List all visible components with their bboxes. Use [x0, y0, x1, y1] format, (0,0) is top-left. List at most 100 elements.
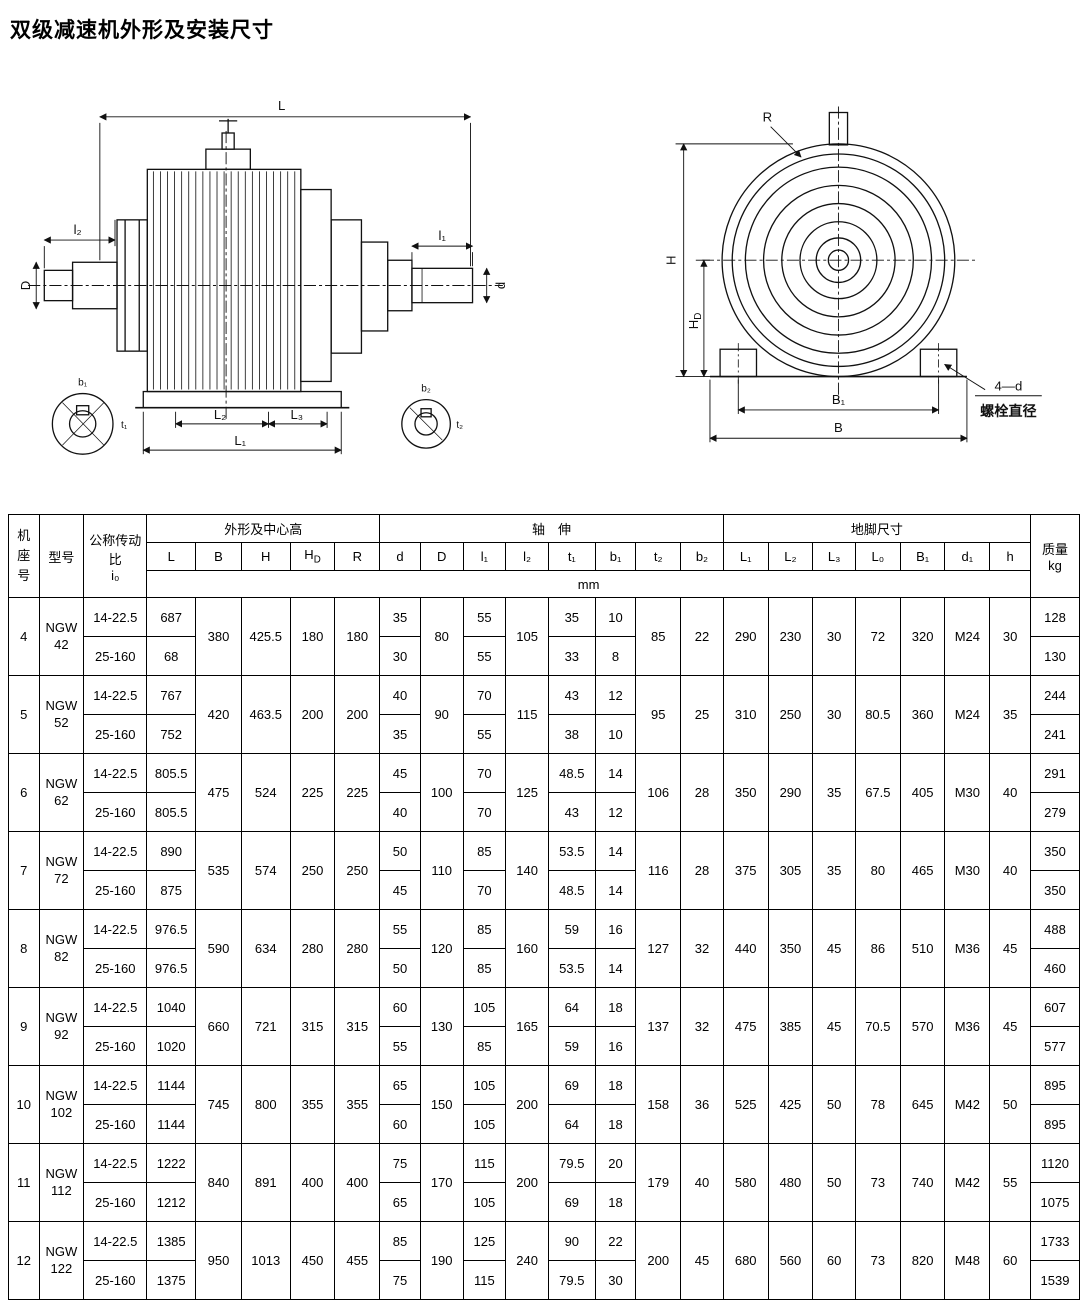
value-cell: 65 [379, 1182, 421, 1222]
value-cell: 43 [547, 792, 596, 832]
value-cell: 7 [8, 831, 40, 910]
value-cell: 385 [767, 987, 814, 1066]
value-cell: 1733 [1029, 1221, 1081, 1261]
value-cell: 32 [680, 909, 724, 988]
page-title: 双级减速机外形及安装尺寸 [10, 19, 274, 42]
value-cell: 78 [855, 1065, 901, 1144]
value-cell: 14-22.5 [83, 1065, 148, 1105]
value-cell: 250 [289, 831, 336, 910]
value-cell: 740 [899, 1143, 946, 1222]
value-cell: 18 [594, 1104, 637, 1144]
value-cell: 73 [855, 1221, 901, 1300]
value-cell: 355 [289, 1065, 336, 1144]
value-cell: 70 [462, 675, 507, 715]
value-cell: 28 [680, 753, 724, 832]
value-cell: 115 [505, 675, 549, 754]
dim-label-L: L [278, 98, 285, 113]
value-cell: 35 [547, 597, 596, 637]
value-cell: 375 [722, 831, 769, 910]
value-cell: 14-22.5 [83, 831, 148, 871]
dim-label-L2: L₂ [214, 407, 226, 422]
value-cell: 752 [146, 714, 197, 754]
value-cell: 291 [1029, 753, 1081, 793]
value-cell: 400 [289, 1143, 336, 1222]
dim-label-t1: t₁ [121, 420, 128, 431]
value-cell: 200 [334, 675, 381, 754]
value-cell: 1120 [1029, 1143, 1081, 1183]
value-cell: 350 [1029, 831, 1081, 871]
value-cell: 48.5 [547, 753, 596, 793]
value-cell: 250 [767, 675, 814, 754]
value-cell: 130 [1029, 636, 1081, 676]
column-header: b₂ [680, 542, 724, 571]
value-cell: 687 [146, 597, 197, 637]
value-cell: 425 [767, 1065, 814, 1144]
value-cell: 73 [855, 1143, 901, 1222]
value-cell: 1144 [146, 1104, 197, 1144]
column-header: b₁ [594, 542, 637, 571]
value-cell: 16 [594, 909, 637, 949]
unit-row-cell: mm [146, 570, 1031, 598]
value-cell: 360 [899, 675, 946, 754]
value-cell: 125 [505, 753, 549, 832]
value-cell: NGW 52 [38, 675, 85, 754]
value-cell: 200 [505, 1143, 549, 1222]
dim-label-t2: t₂ [456, 420, 463, 431]
value-cell: 18 [594, 987, 637, 1027]
dim-label-B1: B₁ [832, 392, 846, 407]
dim-label-b2: b₂ [421, 384, 431, 395]
value-cell: 25-160 [83, 1026, 148, 1066]
value-cell: 105 [462, 987, 507, 1027]
mass-label: 质量 [1041, 542, 1068, 557]
dim-label-B: B [834, 420, 843, 435]
value-cell: 475 [195, 753, 242, 832]
value-cell: 80.5 [855, 675, 901, 754]
dimension-lines [675, 126, 1042, 443]
value-cell: 463.5 [240, 675, 291, 754]
value-cell: 120 [419, 909, 464, 988]
value-cell: 350 [767, 909, 814, 988]
value-cell: 60 [379, 987, 421, 1027]
value-cell: 64 [547, 987, 596, 1027]
value-cell: NGW 42 [38, 597, 85, 676]
value-cell: 69 [547, 1182, 596, 1222]
value-cell: 279 [1029, 792, 1081, 832]
value-cell: 45 [812, 987, 856, 1066]
value-cell: 45 [379, 870, 421, 910]
value-cell: 35 [989, 675, 1031, 754]
value-cell: 976.5 [146, 909, 197, 949]
value-cell: 30 [812, 675, 856, 754]
value-cell: 100 [419, 753, 464, 832]
value-cell: 35 [379, 597, 421, 637]
value-cell: 40 [989, 753, 1031, 832]
value-cell: 355 [334, 1065, 381, 1144]
value-cell: 244 [1029, 675, 1081, 715]
value-cell: 488 [1029, 909, 1081, 949]
value-cell: 480 [767, 1143, 814, 1222]
value-cell: 560 [767, 1221, 814, 1300]
column-header: R [334, 542, 381, 571]
value-cell: 310 [722, 675, 769, 754]
value-cell: 20 [594, 1143, 637, 1183]
value-cell: 380 [195, 597, 242, 676]
value-cell: 14-22.5 [83, 1221, 148, 1261]
value-cell: 25-160 [83, 714, 148, 754]
value-cell: 14-22.5 [83, 1143, 148, 1183]
value-cell: 25 [680, 675, 724, 754]
value-cell: NGW 112 [38, 1143, 85, 1222]
value-cell: M42 [944, 1143, 991, 1222]
value-cell: 170 [419, 1143, 464, 1222]
value-cell: 50 [379, 948, 421, 988]
value-cell: 890 [146, 831, 197, 871]
value-cell: 106 [635, 753, 682, 832]
value-cell: 425.5 [240, 597, 291, 676]
value-cell: 33 [547, 636, 596, 676]
column-header: l₂ [505, 542, 549, 571]
value-cell: 165 [505, 987, 549, 1066]
